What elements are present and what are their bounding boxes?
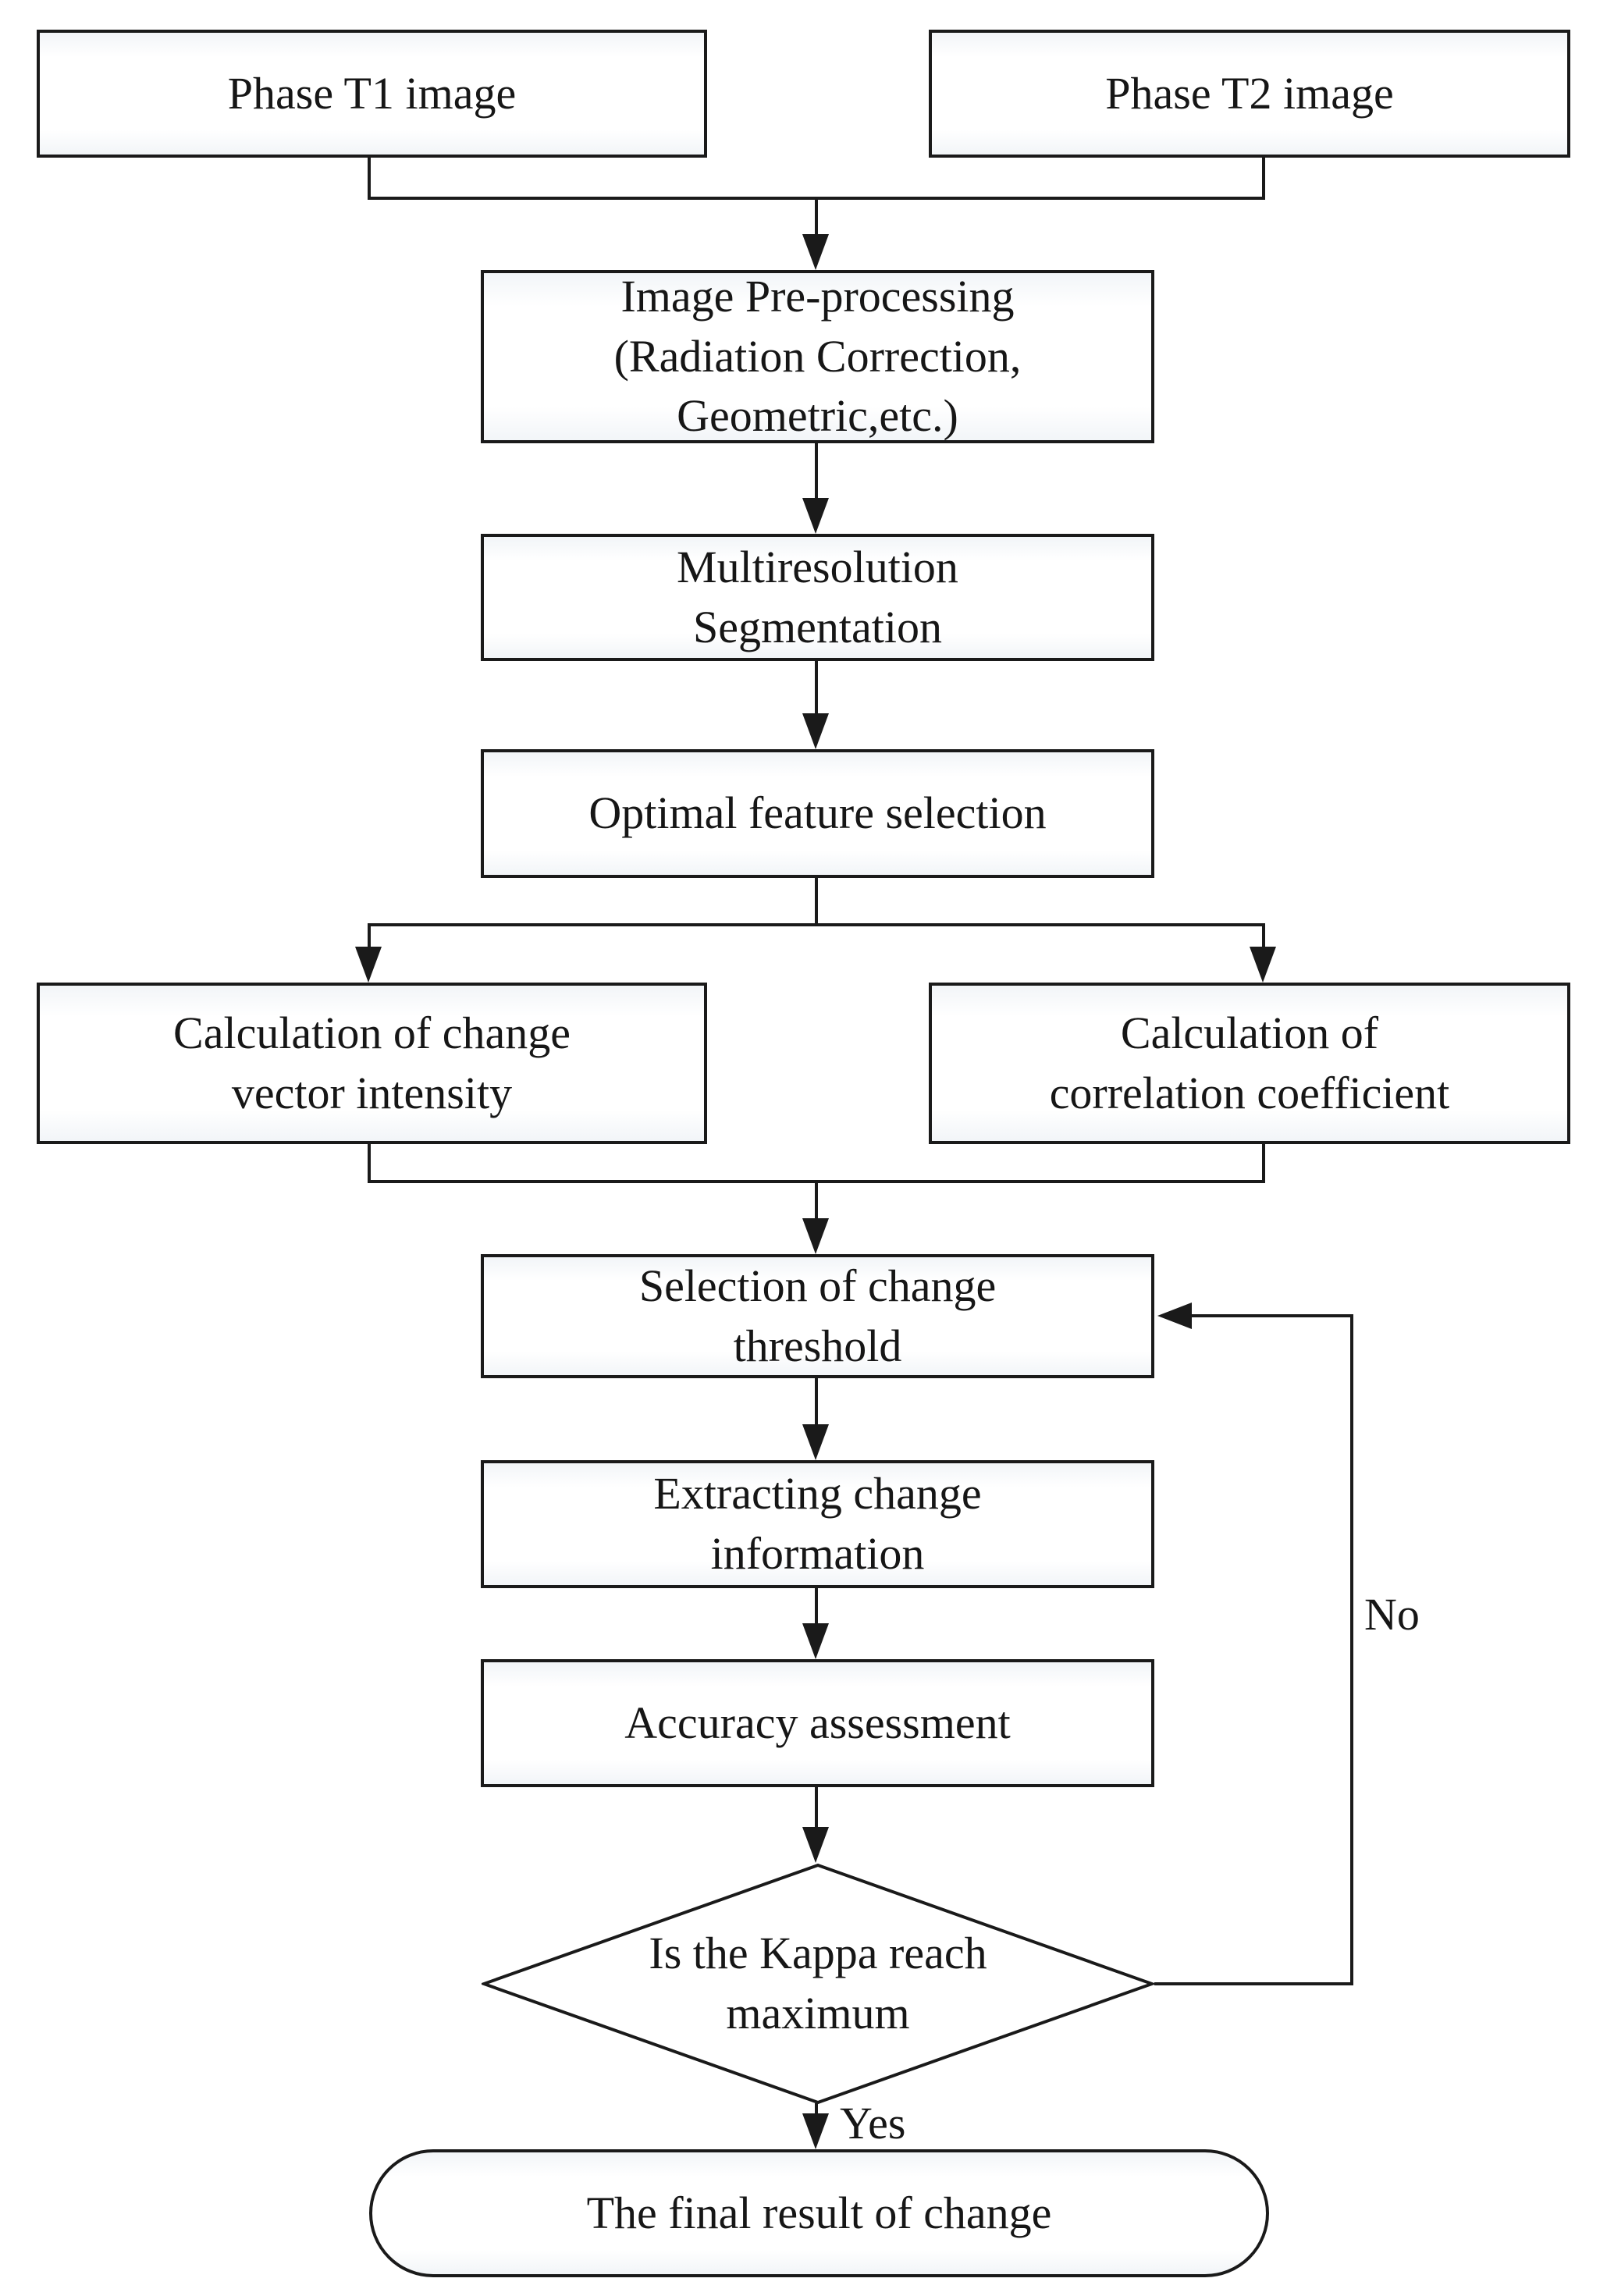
node-kappa-decision: Is the Kappa reach maximum bbox=[482, 1863, 1154, 2105]
edge-no-loop-bottom-line bbox=[1154, 1982, 1353, 1985]
edge-accuracy-to-decision-line bbox=[815, 1786, 818, 1829]
node-optimal-feature-selection-label: Optimal feature selection bbox=[588, 787, 1047, 839]
node-extracting-change-information-label: Extracting change information bbox=[653, 1468, 982, 1579]
edge-segmentation-to-optimal-line bbox=[815, 659, 818, 715]
arrowhead-into-segmentation bbox=[802, 498, 829, 534]
node-kappa-decision-label: Is the Kappa reach maximum bbox=[649, 1928, 987, 2038]
edge-merge-left-stub-line bbox=[368, 1143, 371, 1183]
node-accuracy-assessment: Accuracy assessment bbox=[481, 1659, 1154, 1787]
edge-no-loop-top-line bbox=[1189, 1314, 1353, 1317]
node-phase-t1-image: Phase T1 image bbox=[37, 30, 707, 158]
edge-join-to-preprocessing-line bbox=[815, 197, 818, 237]
node-multiresolution-segmentation: Multiresolution Segmentation bbox=[481, 534, 1154, 661]
edge-no-loop-vertical-line bbox=[1350, 1314, 1353, 1985]
edge-merge-to-threshold-line bbox=[815, 1180, 818, 1220]
edge-decision-to-final-line bbox=[815, 2103, 818, 2117]
node-change-vector-intensity: Calculation of change vector intensity bbox=[37, 983, 707, 1144]
node-image-preprocessing: Image Pre-processing (Radiation Correcti… bbox=[481, 270, 1154, 443]
node-phase-t2-image: Phase T2 image bbox=[929, 30, 1570, 158]
edge-merge-right-stub-line bbox=[1262, 1143, 1265, 1183]
node-final-result-label: The final result of change bbox=[586, 2187, 1052, 2238]
edge-split-horizontal-line bbox=[368, 923, 1265, 926]
arrowhead-into-accuracy bbox=[802, 1623, 829, 1659]
arrowhead-into-decision bbox=[802, 1827, 829, 1863]
edge-label-yes: Yes bbox=[840, 2098, 906, 2149]
arrowhead-into-correlation bbox=[1250, 947, 1276, 983]
edge-t1-stub-line bbox=[368, 156, 371, 200]
edge-optimal-split-stem-line bbox=[815, 876, 818, 926]
node-correlation-coefficient-label: Calculation of correlation coefficient bbox=[1049, 1007, 1450, 1118]
node-phase-t2-label: Phase T2 image bbox=[1105, 67, 1394, 119]
arrowhead-into-threshold-loop bbox=[1157, 1303, 1192, 1329]
node-accuracy-assessment-label: Accuracy assessment bbox=[624, 1697, 1011, 1748]
node-image-preprocessing-label: Image Pre-processing (Radiation Correcti… bbox=[613, 271, 1022, 442]
decision-diamond-shape bbox=[482, 1863, 1154, 2105]
node-optimal-feature-selection: Optimal feature selection bbox=[481, 749, 1154, 878]
arrowhead-into-optimal bbox=[802, 713, 829, 749]
node-phase-t1-label: Phase T1 image bbox=[227, 67, 517, 119]
arrowhead-into-preprocessing bbox=[802, 234, 829, 270]
edge-extracting-to-accuracy-line bbox=[815, 1587, 818, 1625]
edge-t2-stub-line bbox=[1262, 156, 1265, 200]
arrowhead-into-change-vector bbox=[355, 947, 382, 983]
arrowhead-into-final bbox=[802, 2113, 829, 2149]
node-multiresolution-segmentation-label: Multiresolution Segmentation bbox=[677, 541, 958, 652]
node-correlation-coefficient: Calculation of correlation coefficient bbox=[929, 983, 1570, 1144]
arrowhead-into-extracting bbox=[802, 1424, 829, 1460]
node-extracting-change-information: Extracting change information bbox=[481, 1460, 1154, 1588]
edge-threshold-to-extracting-line bbox=[815, 1377, 818, 1426]
arrowhead-into-threshold bbox=[802, 1218, 829, 1254]
node-change-vector-intensity-label: Calculation of change vector intensity bbox=[173, 1007, 571, 1118]
edge-preprocessing-to-segmentation-line bbox=[815, 442, 818, 499]
node-final-result: The final result of change bbox=[369, 2149, 1269, 2277]
edge-split-left-drop-line bbox=[368, 923, 371, 948]
node-change-threshold: Selection of change threshold bbox=[481, 1254, 1154, 1378]
edge-label-no: No bbox=[1364, 1589, 1420, 1640]
node-change-threshold-label: Selection of change threshold bbox=[638, 1260, 997, 1371]
edge-split-right-drop-line bbox=[1262, 923, 1265, 948]
